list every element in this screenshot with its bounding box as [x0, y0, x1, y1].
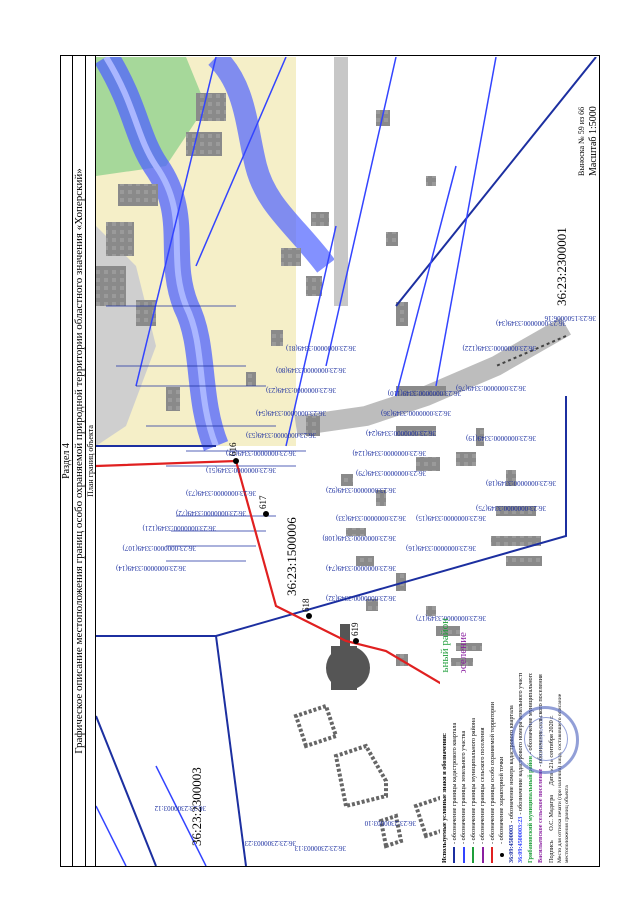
legend-item: - обозначение границы кадастрового кварт… [450, 673, 460, 863]
parcel-label: 36:23:0000000:3349(72) [175, 509, 246, 517]
parcel-label: 36:23:0000000:3349(107) [122, 544, 196, 552]
parcel-label: 36:23:0000000:3349(73) [185, 489, 256, 497]
parcel-label: 36:23:0000000:3349(33) [335, 514, 406, 522]
parcel-label: 36:23:2300003:23 [244, 839, 296, 847]
legend-item: - обозначение границы земельного участка [459, 673, 469, 863]
parcel-label: 36:23:2300003:13 [294, 844, 346, 852]
parcel-label: 36:23:0000000:3349(15) [415, 514, 486, 522]
parcel-label: 36:23:0000000:3349(53) [245, 431, 316, 439]
legend-item: 36:09:4500003:23- обозначение кадастрово… [516, 673, 526, 863]
parcel-boundaries [96, 57, 497, 866]
legend-symbol [499, 853, 504, 857]
sheet-info: Выноска № 59 из 66 [577, 107, 586, 176]
parcel-label: 36:23:0000000:3349(108) [322, 534, 396, 542]
legend-symbol [491, 847, 494, 863]
scale-label: Масштаб 1:5000 [588, 106, 598, 176]
legend-text: - обозначение границы особо охраняемой т… [488, 702, 496, 844]
parcel-label: 36:23:0000000:3349(74) [325, 564, 396, 572]
legend-item: - обозначение границы особо охраняемой т… [488, 673, 498, 863]
parcel-label: 36:23:0000000:3349(121) [142, 524, 216, 532]
legend-symbol: 36:09:4500003 [507, 824, 515, 863]
parcel-label: 36:23:0000000:3349(52) [225, 449, 296, 457]
buildings [96, 93, 542, 746]
legend-text: - обозначение границы сельского поселени… [479, 727, 486, 844]
parcel-label: 36:23:0000000:3349(76) [455, 384, 526, 392]
parcel-label: 36:23:0000000:3349(24) [365, 429, 436, 437]
quarter-label: 36:23:2300001 [554, 227, 569, 306]
parcel-label: 36:23:1500006:16 [544, 314, 596, 322]
legend-symbol: 36:09:4500003:23 [517, 816, 525, 863]
map-sheet: Раздел 4 Графическое описание местополож… [60, 55, 600, 867]
quarter-label: 36:23:1500006 [284, 517, 299, 596]
parcel-label: 36:23:0000000:3349(14) [115, 564, 186, 572]
quarter-boundaries [96, 57, 597, 866]
parcel-label: 36:23:0000000:3349(32) [325, 594, 396, 602]
point-618: 618 [301, 598, 311, 612]
parcel-label: 36:23:0000000:3349(110) [387, 389, 461, 397]
legend-symbol: Васильевское сельское поселение [536, 768, 544, 863]
parcel-label: 36:23:0000000:3349(79) [355, 469, 426, 477]
parcel-label: 36:23:0000000:3349(54) [255, 409, 326, 417]
parcel-label: 36:23:0000000:3349(81) [285, 344, 356, 352]
quarter-label: 36:23:2300003 [189, 767, 204, 846]
legend-text: - обозначение границы земельного участка [460, 730, 467, 844]
legend-text: - обозначение границы кадастрового кварт… [450, 722, 458, 844]
parcel-label: 36:23:2300003:10 [364, 819, 416, 827]
parcel-label: 36:23:0000000:3349(51) [205, 466, 276, 474]
legend-item: - обозначение характерной точки [497, 673, 507, 863]
parcel-label: 36:23:0000000:3349(16) [405, 544, 476, 552]
point-619: 619 [350, 622, 360, 636]
parcel-label: 36:23:0000000:3349(17) [415, 614, 486, 622]
parcel-label: 36:23:0000000:3349(36) [380, 409, 451, 417]
legend-text: - обозначение номера кадастрового кварта… [507, 705, 515, 823]
legend-symbol [472, 847, 475, 863]
label-leaders [106, 305, 306, 562]
point-616: 616 [228, 442, 238, 456]
legend-title: Используемые условные знаки и обозначени… [441, 732, 448, 863]
legend-item: 36:09:4500003- обозначение номера кадаст… [507, 673, 517, 863]
plan-subtitle: План границ объекта [86, 56, 96, 866]
parcel-label: 36:23:0000000:3349(122) [462, 344, 536, 352]
parcel-label: 36:23:0000000:3349(19) [465, 434, 536, 442]
legend-item: - обозначение границы сельского поселени… [478, 673, 488, 863]
legend-symbol [462, 847, 465, 863]
parcel-label: 36:23:0000000:3349(75) [475, 504, 546, 512]
parcel-label: 36:23:0000000:3349(18) [485, 479, 556, 487]
document-title: Графическое описание местоположения гран… [73, 56, 86, 866]
legend-symbol [453, 847, 456, 863]
parcel-label: 36:23:0000000:3349(23) [265, 386, 336, 394]
parcel-label: 36:23:2300003:12 [154, 804, 206, 812]
legend-text: - обозначение характерной точки [498, 756, 505, 844]
legend: Используемые условные знаки и обозначени… [440, 673, 598, 863]
church-building [326, 624, 370, 690]
section-title: Раздел 4 [61, 56, 73, 866]
seal-stamp: ООО Поворинская [511, 706, 579, 774]
parcel-label: 36:23:0000000:3349(80) [275, 366, 346, 374]
legend-item: - обозначение границы муниципального рай… [469, 673, 479, 863]
point-617: 617 [258, 495, 268, 509]
parcel-label: 36:23:0000000:3349(34) [495, 319, 566, 327]
legend-symbol [481, 847, 484, 863]
parcel-label: 36:23:0000000:3349(124) [352, 449, 426, 457]
legend-text: - обозначение границы муниципального рай… [469, 718, 477, 844]
parcel-label: 36:23:0000000:3349(92) [325, 486, 396, 494]
